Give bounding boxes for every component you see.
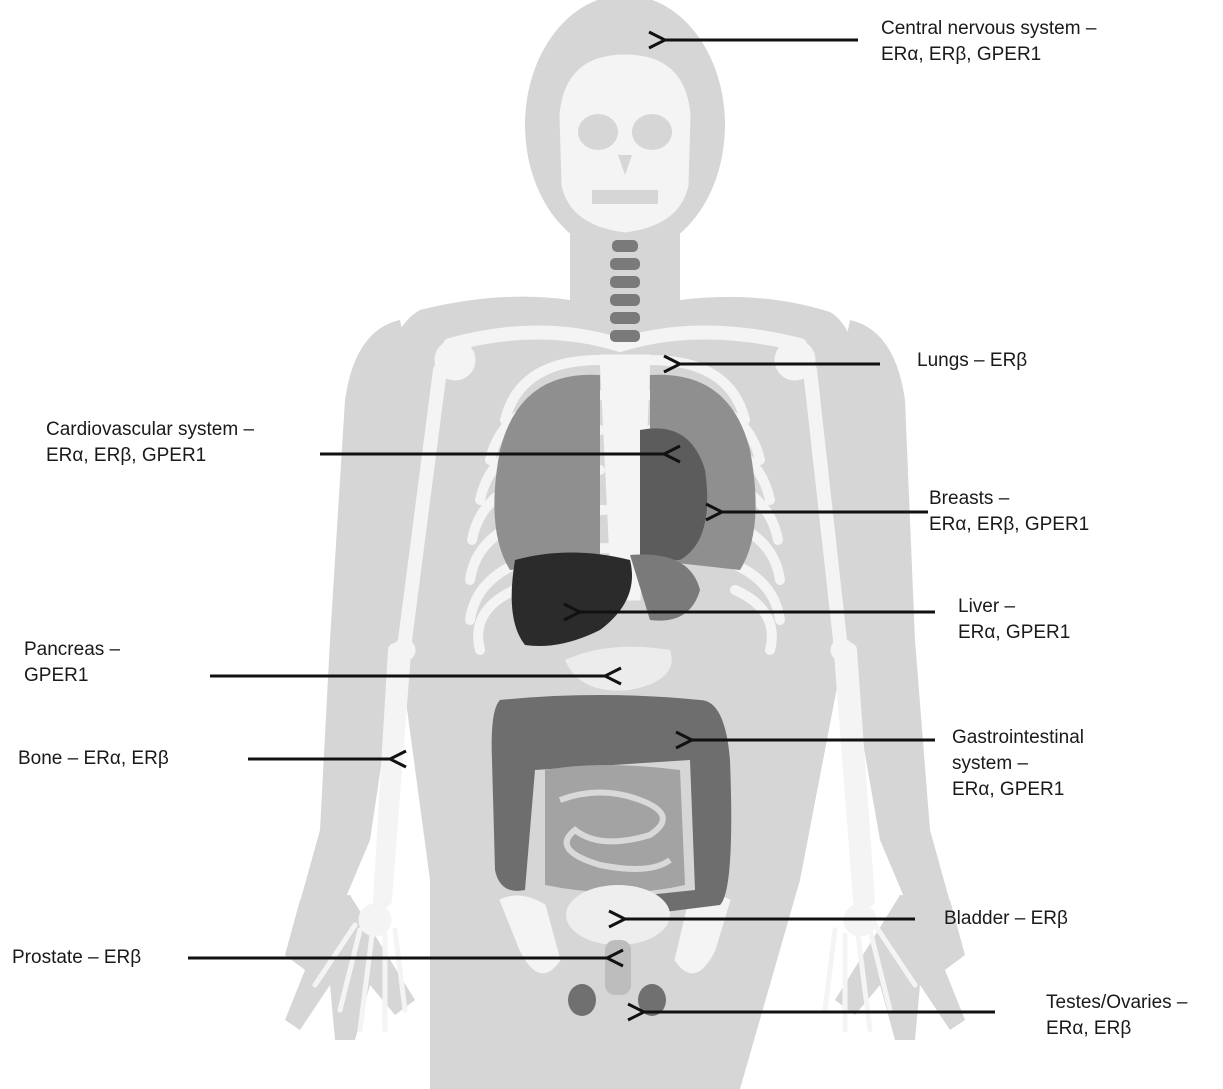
prostate xyxy=(605,940,631,995)
label-cns-line1: Central nervous system – xyxy=(881,16,1096,42)
label-bone: Bone – ERα, ERβ xyxy=(18,746,169,772)
label-gi-line2: system – xyxy=(952,751,1084,777)
small-intestine xyxy=(545,765,685,893)
label-bladder-line1: Bladder – ERβ xyxy=(944,906,1068,932)
label-pancreas-line1: Pancreas – xyxy=(24,637,120,663)
label-testes-line1: Testes/Ovaries – xyxy=(1046,990,1188,1016)
label-liver-line1: Liver – xyxy=(958,594,1070,620)
label-pancreas-line2: GPER1 xyxy=(24,663,120,689)
label-breasts-line1: Breasts – xyxy=(929,486,1089,512)
label-bone-line1: Bone – ERα, ERβ xyxy=(18,746,169,772)
label-lungs: Lungs – ERβ xyxy=(917,348,1027,374)
label-cardio-line2: ERα, ERβ, GPER1 xyxy=(46,443,254,469)
bladder xyxy=(566,885,670,945)
label-testes-ovaries: Testes/Ovaries – ERα, ERβ xyxy=(1046,990,1188,1042)
label-cns-line2: ERα, ERβ, GPER1 xyxy=(881,42,1096,68)
label-gi-line1: Gastrointestinal xyxy=(952,725,1084,751)
label-testes-line2: ERα, ERβ xyxy=(1046,1016,1188,1042)
label-prostate: Prostate – ERβ xyxy=(12,945,141,971)
label-prostate-line1: Prostate – ERβ xyxy=(12,945,141,971)
label-liver: Liver – ERα, GPER1 xyxy=(958,594,1070,646)
label-lungs-line1: Lungs – ERβ xyxy=(917,348,1027,374)
label-cardiovascular: Cardiovascular system – ERα, ERβ, GPER1 xyxy=(46,417,254,469)
label-bladder: Bladder – ERβ xyxy=(944,906,1068,932)
left-testis xyxy=(568,984,596,1016)
label-cardio-line1: Cardiovascular system – xyxy=(46,417,254,443)
skull xyxy=(560,55,690,232)
label-gi-line3: ERα, GPER1 xyxy=(952,777,1084,803)
label-liver-line2: ERα, GPER1 xyxy=(958,620,1070,646)
label-pancreas: Pancreas – GPER1 xyxy=(24,637,120,689)
label-cns: Central nervous system – ERα, ERβ, GPER1 xyxy=(881,16,1096,68)
label-breasts: Breasts – ERα, ERβ, GPER1 xyxy=(929,486,1089,538)
label-breasts-line2: ERα, ERβ, GPER1 xyxy=(929,512,1089,538)
label-gastrointestinal: Gastrointestinal system – ERα, GPER1 xyxy=(952,725,1084,803)
